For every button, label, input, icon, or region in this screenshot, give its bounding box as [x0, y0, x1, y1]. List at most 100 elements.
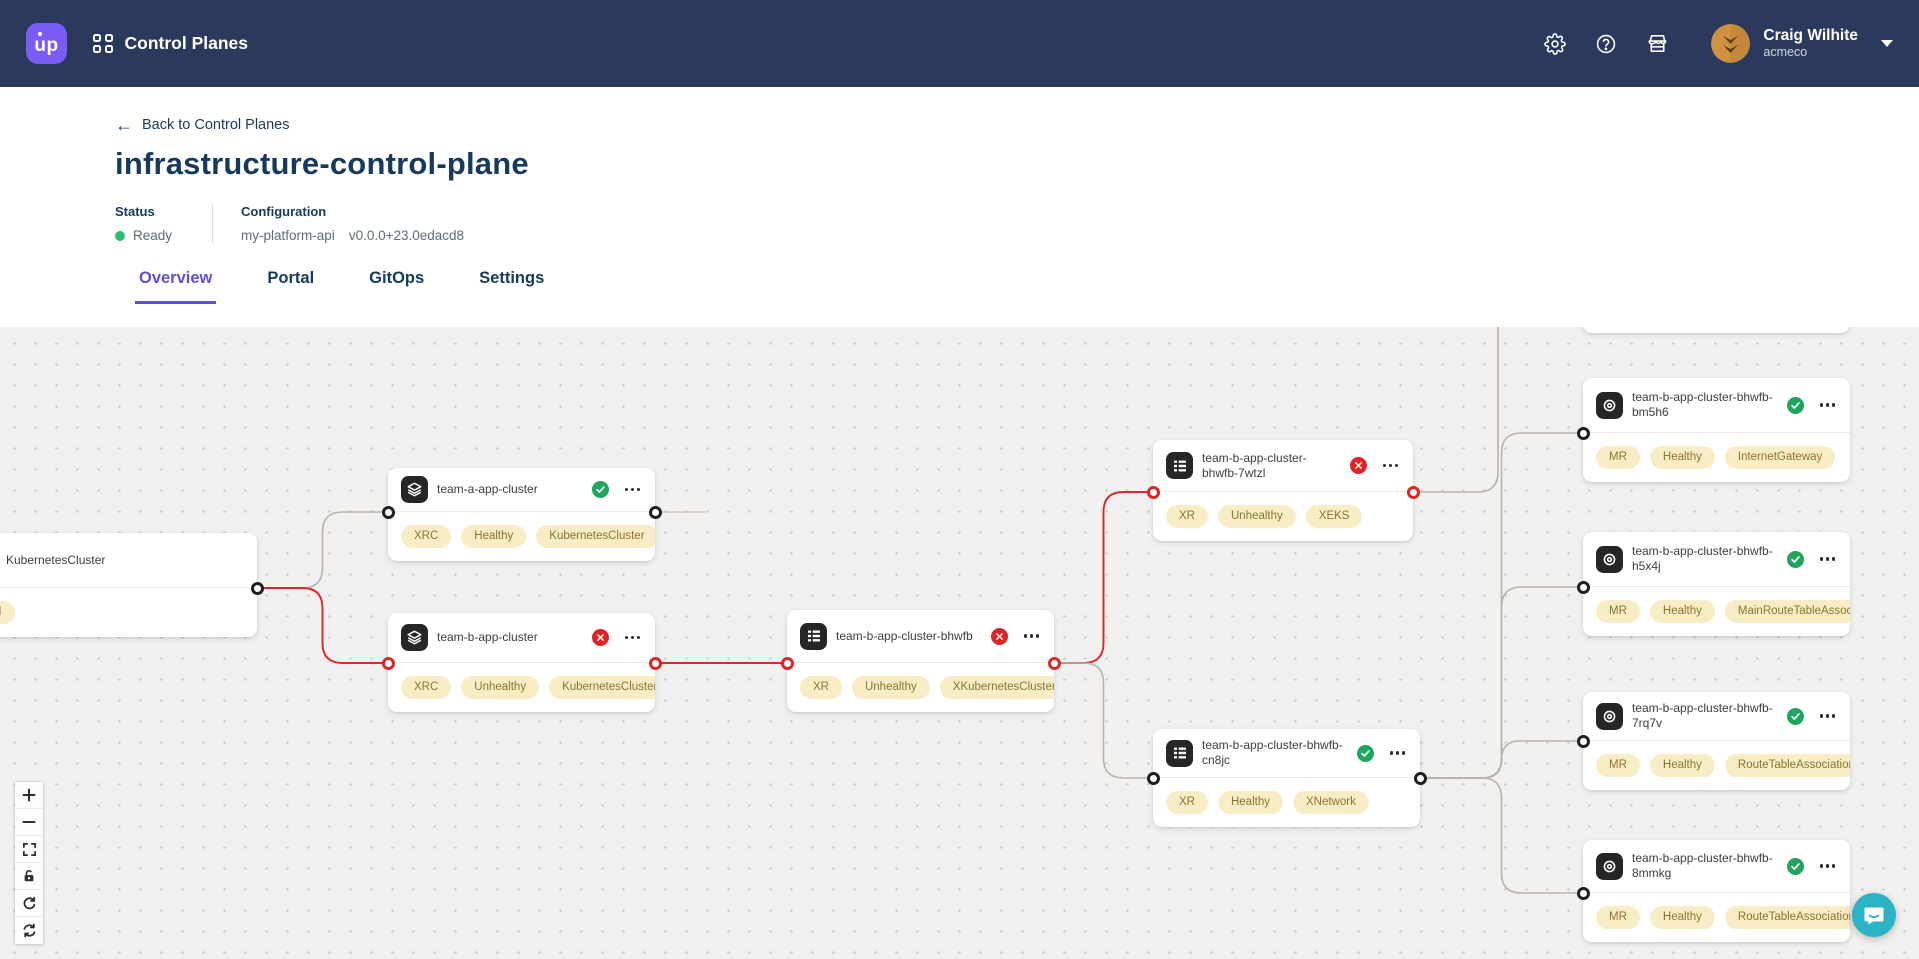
zoom-in-button[interactable]	[15, 782, 43, 809]
connection-handle-left[interactable]	[1576, 426, 1590, 440]
zoom-out-button[interactable]	[15, 809, 43, 836]
healthy-check-icon	[1356, 744, 1374, 762]
healthy-check-icon	[1786, 707, 1804, 725]
badge-mr: MR	[1596, 600, 1640, 623]
connection-handle-left[interactable]	[1576, 886, 1590, 900]
connection-handle-left[interactable]	[1146, 771, 1160, 785]
badge-healthy: Healthy	[1649, 906, 1715, 929]
user-menu[interactable]: Craig Wilhite acmeco	[1711, 24, 1893, 63]
healthy-check-icon	[1786, 857, 1804, 875]
badge-mr: MR	[1596, 754, 1640, 777]
connection-handle-right[interactable]	[648, 505, 662, 519]
node-menu-button[interactable]	[1818, 553, 1838, 565]
node-badges: MRHealthyMainRouteTableAssociation	[1583, 587, 1850, 636]
back-label: Back to Control Planes	[142, 117, 290, 133]
badge-xr: XR	[800, 676, 842, 699]
node-label: team-b-app-cluster-bhwfb-7rq7v	[1632, 701, 1773, 730]
managed-resource-icon	[1596, 702, 1623, 730]
connection-handle-left[interactable]	[1576, 734, 1590, 748]
node-label: KubernetesCluster	[6, 552, 106, 567]
node-menu-button[interactable]	[1381, 460, 1401, 472]
sync-button[interactable]	[15, 917, 43, 944]
unhealthy-x-icon	[591, 629, 609, 646]
badge-xr: XR	[1166, 791, 1208, 814]
lock-button[interactable]	[15, 863, 43, 890]
composite-claim-layers-icon	[401, 476, 428, 503]
badge-mr: MR	[1596, 906, 1640, 929]
connection-handle-right[interactable]	[1406, 485, 1420, 499]
app-switcher[interactable]: Control Planes	[93, 33, 248, 54]
chat-launcher-button[interactable]	[1852, 893, 1896, 937]
badge-xr: XR	[1166, 505, 1208, 528]
fit-view-button[interactable]	[15, 836, 43, 863]
node-menu-button[interactable]	[623, 632, 643, 644]
connection-handle-left[interactable]	[381, 505, 395, 519]
graph-edges	[257, 327, 1583, 894]
badge-xrc: XRC	[401, 676, 452, 699]
composite-resource-icon	[1166, 452, 1193, 479]
badge-healthy: Healthy	[1649, 446, 1715, 469]
back-arrow-icon: ←	[115, 115, 133, 135]
configuration-name[interactable]: my-platform-api	[241, 228, 335, 243]
badge-xrc: XRC	[401, 525, 452, 548]
node-menu-button[interactable]	[623, 484, 643, 496]
graph-edge	[1420, 586, 1583, 779]
badge-xnetwork: XNetwork	[1292, 791, 1369, 814]
connection-handle-left[interactable]	[1146, 485, 1160, 499]
composite-resource-icon	[1166, 739, 1193, 767]
badge-routetableassociation: RouteTableAssociation	[1724, 754, 1850, 777]
badge-mainroutetableassociation: MainRouteTableAssociation	[1724, 600, 1850, 623]
tab-settings[interactable]: Settings	[479, 269, 545, 287]
tab-bar: Overview Portal GitOps Settings	[135, 269, 1919, 304]
badge-healthy: Healthy	[1649, 754, 1715, 777]
node-label: team-b-app-cluster-bhwfb-8mmkg	[1632, 851, 1773, 880]
graph-canvas[interactable]: KKubernetesClusterAPI team-a-app-clusterX…	[0, 327, 1919, 959]
back-link[interactable]: ← Back to Control Planes	[115, 115, 290, 135]
node-partially-offscreen[interactable]	[1583, 327, 1850, 333]
healthy-check-icon	[1786, 550, 1804, 568]
status-value: Ready	[133, 228, 173, 243]
graph-edge	[1054, 662, 1153, 779]
configuration-label: Configuration	[241, 204, 327, 219]
upbound-logo[interactable]: up	[26, 23, 67, 64]
node-badges: MR Healthy RouteTableAssociation	[1583, 741, 1850, 790]
node-menu-button[interactable]	[1388, 747, 1408, 759]
help-icon[interactable]	[1593, 31, 1619, 57]
connection-handle-right[interactable]	[250, 581, 264, 595]
node-label: team-b-app-cluster-bhwfb-cn8jc	[1202, 738, 1343, 767]
graph-edge	[1420, 777, 1583, 894]
graph-edge	[257, 511, 388, 589]
rotate-button[interactable]	[15, 890, 43, 917]
badge-kubernetescluster: KubernetesCluster	[536, 525, 655, 548]
connection-handle-right[interactable]	[1413, 771, 1427, 785]
node-menu-button[interactable]	[1818, 710, 1838, 722]
marketplace-icon[interactable]	[1644, 31, 1670, 57]
tab-overview[interactable]: Overview	[135, 269, 217, 304]
node-menu-button[interactable]	[1818, 860, 1838, 872]
connection-handle-left[interactable]	[381, 656, 395, 670]
graph-edge	[1413, 327, 1499, 493]
tab-portal[interactable]: Portal	[267, 269, 315, 287]
node-menu-button[interactable]	[1818, 399, 1838, 411]
connection-handle-left[interactable]	[1576, 580, 1590, 594]
connection-handle-right[interactable]	[648, 656, 662, 670]
chat-icon	[1864, 907, 1884, 925]
badge-xkubernetescluster: XKubernetesCluster	[939, 676, 1054, 699]
connection-handle-left[interactable]	[780, 656, 794, 670]
node-kubernetescluster[interactable]: KKubernetesClusterAPI	[0, 533, 257, 637]
node-menu-button[interactable]	[1022, 630, 1042, 642]
settings-icon[interactable]	[1542, 31, 1568, 57]
tab-gitops[interactable]: GitOps	[369, 269, 425, 287]
connection-handle-right[interactable]	[1047, 656, 1061, 670]
